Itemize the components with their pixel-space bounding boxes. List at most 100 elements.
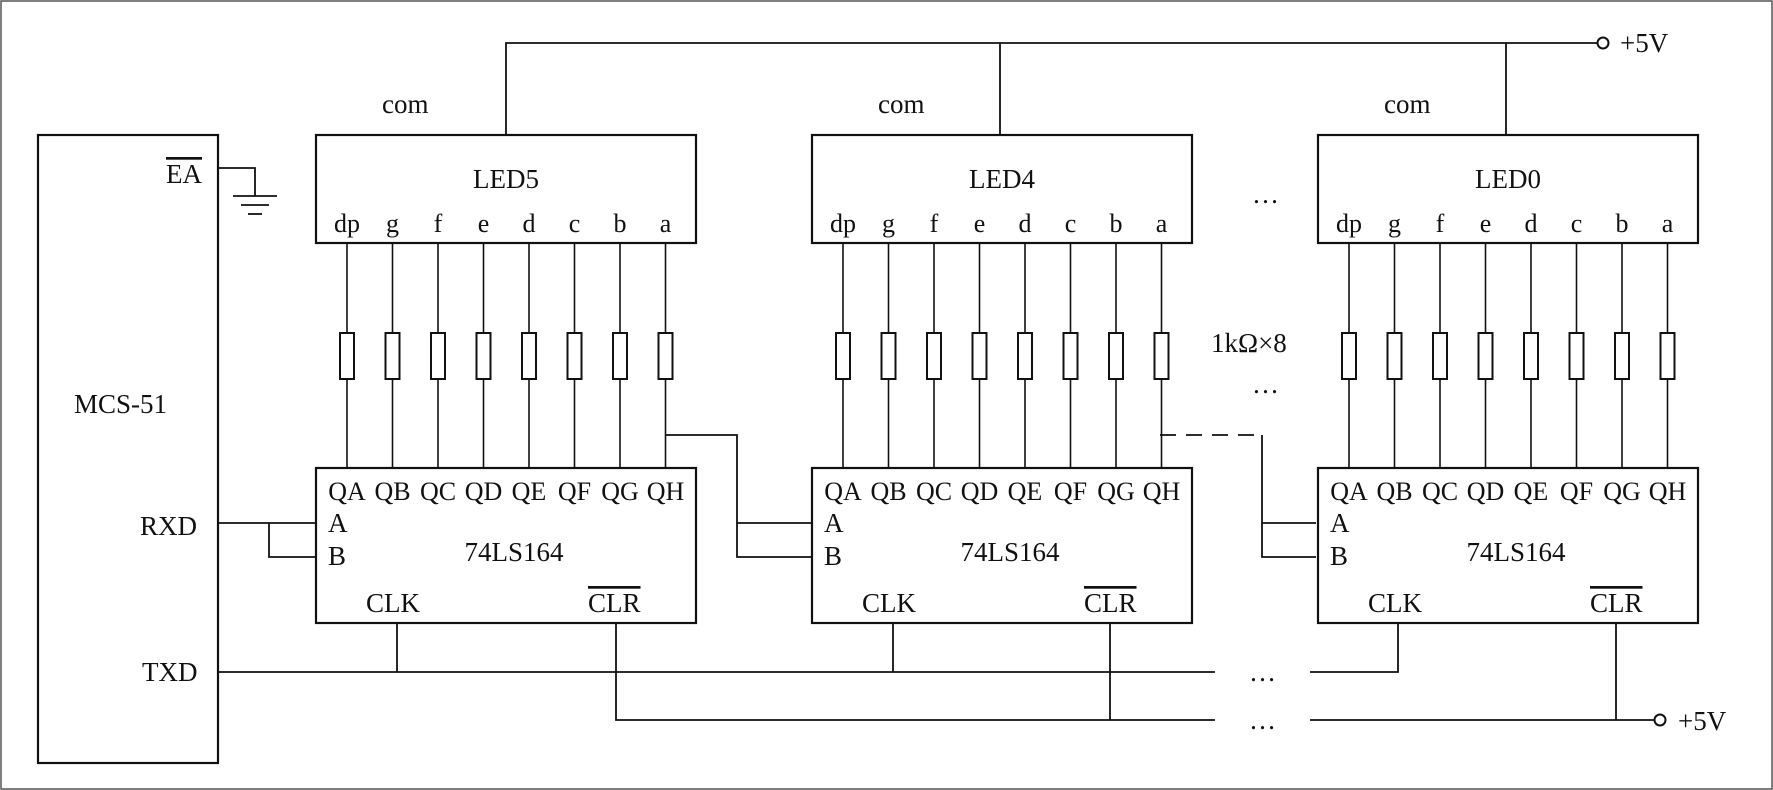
- resistor: [1341, 332, 1357, 380]
- output-pin-qg: QG: [1603, 477, 1641, 506]
- resistor: [1108, 332, 1124, 380]
- vcc-label-bottom: +5V: [1678, 706, 1727, 736]
- resistor: [926, 332, 942, 380]
- segment-pin-f: f: [434, 209, 443, 238]
- vcc-label-top: +5V: [1620, 28, 1669, 58]
- output-pin-qb: QB: [870, 477, 906, 506]
- clk-pin-label: CLK: [1368, 588, 1423, 618]
- clr-pin-label: CLR: [1590, 588, 1643, 618]
- clk-pin-label: CLK: [862, 588, 917, 618]
- output-pin-qb: QB: [1376, 477, 1412, 506]
- segment-pin-a: a: [660, 209, 672, 238]
- resistor: [612, 332, 628, 380]
- segment-pin-dp: dp: [1336, 209, 1362, 238]
- resistor: [1659, 332, 1676, 380]
- led-display-box: [1316, 133, 1700, 245]
- segment-pin-e: e: [974, 209, 986, 238]
- mcu-label: MCS-51: [74, 389, 167, 419]
- com-label: com: [1384, 89, 1431, 119]
- clk-pin-label: CLK: [366, 588, 421, 618]
- output-pin-qf: QF: [1560, 477, 1593, 506]
- resistor: [1153, 332, 1170, 380]
- segment-pin-d: d: [1019, 209, 1032, 238]
- segment-pin-f: f: [930, 209, 939, 238]
- segment-pin-g: g: [386, 209, 399, 238]
- led-label: LED4: [969, 164, 1035, 194]
- input-b-label: B: [1330, 541, 1348, 571]
- input-a-label: A: [824, 508, 844, 538]
- output-pin-qa: QA: [328, 477, 366, 506]
- led-label: LED0: [1475, 164, 1541, 194]
- segment-pin-f: f: [1436, 209, 1445, 238]
- clr-pin-label: CLR: [1084, 588, 1137, 618]
- resistor: [1017, 332, 1033, 380]
- resistor: [475, 332, 492, 380]
- register-label: 74LS164: [1466, 537, 1566, 567]
- input-b-label: B: [824, 541, 842, 571]
- txd-bus-ellipsis: …: [1249, 657, 1276, 687]
- segment-pin-c: c: [1571, 209, 1583, 238]
- input-a-label: A: [328, 508, 348, 538]
- txd-pin-label: TXD: [142, 657, 198, 687]
- resistor: [1477, 332, 1494, 380]
- output-pin-qd: QD: [961, 477, 999, 506]
- shift-register-box: [314, 466, 698, 625]
- segment-pin-g: g: [882, 209, 895, 238]
- segment-pin-dp: dp: [334, 209, 360, 238]
- output-pin-qh: QH: [1143, 477, 1181, 506]
- output-pin-qd: QD: [465, 477, 503, 506]
- output-pin-qb: QB: [374, 477, 410, 506]
- segment-pin-e: e: [1480, 209, 1492, 238]
- resistor: [339, 332, 355, 380]
- led-label: LED5: [473, 164, 539, 194]
- output-pin-qg: QG: [601, 477, 639, 506]
- output-pin-qf: QF: [1054, 477, 1087, 506]
- output-pin-qe: QE: [512, 477, 547, 506]
- input-b-label: B: [328, 541, 346, 571]
- output-pin-qc: QC: [1422, 477, 1458, 506]
- clr-pin-label: CLR: [588, 588, 641, 618]
- output-pin-qd: QD: [1467, 477, 1505, 506]
- resistor: [971, 332, 988, 380]
- resistor: [657, 332, 674, 380]
- resistor: [430, 332, 446, 380]
- com-label: com: [382, 89, 429, 119]
- resistor: [1432, 332, 1448, 380]
- output-pin-qc: QC: [916, 477, 952, 506]
- input-a-label: A: [1330, 508, 1350, 538]
- vcc-rail-top: +5V: [505, 28, 1669, 135]
- output-pin-qa: QA: [1330, 477, 1368, 506]
- segment-pin-d: d: [1525, 209, 1538, 238]
- signal-buses: [218, 434, 1655, 721]
- resistor: [835, 332, 851, 380]
- segment-pin-c: c: [1065, 209, 1077, 238]
- output-pin-qf: QF: [558, 477, 591, 506]
- resistor: [1386, 332, 1403, 380]
- led-display-box: [314, 133, 698, 245]
- vcc-terminal-top: [1596, 36, 1610, 50]
- led-display-box: [810, 133, 1194, 245]
- mcu-box: [36, 133, 220, 765]
- rxd-pin-label: RXD: [140, 511, 197, 541]
- register-label: 74LS164: [960, 537, 1060, 567]
- resistor: [1523, 332, 1539, 380]
- output-pin-qh: QH: [647, 477, 685, 506]
- register-label: 74LS164: [464, 537, 564, 567]
- output-pin-qe: QE: [1008, 477, 1043, 506]
- segment-pin-dp: dp: [830, 209, 856, 238]
- led-ellipsis: …: [1252, 179, 1279, 209]
- clr-bus-ellipsis: …: [1249, 705, 1276, 735]
- segment-pin-b: b: [614, 209, 627, 238]
- shift-register-box: [810, 466, 1194, 625]
- resistor: [566, 332, 583, 380]
- segment-pin-a: a: [1156, 209, 1168, 238]
- resistor: [1568, 332, 1585, 380]
- segment-pin-e: e: [478, 209, 490, 238]
- com-label: com: [878, 89, 925, 119]
- segment-pin-a: a: [1662, 209, 1674, 238]
